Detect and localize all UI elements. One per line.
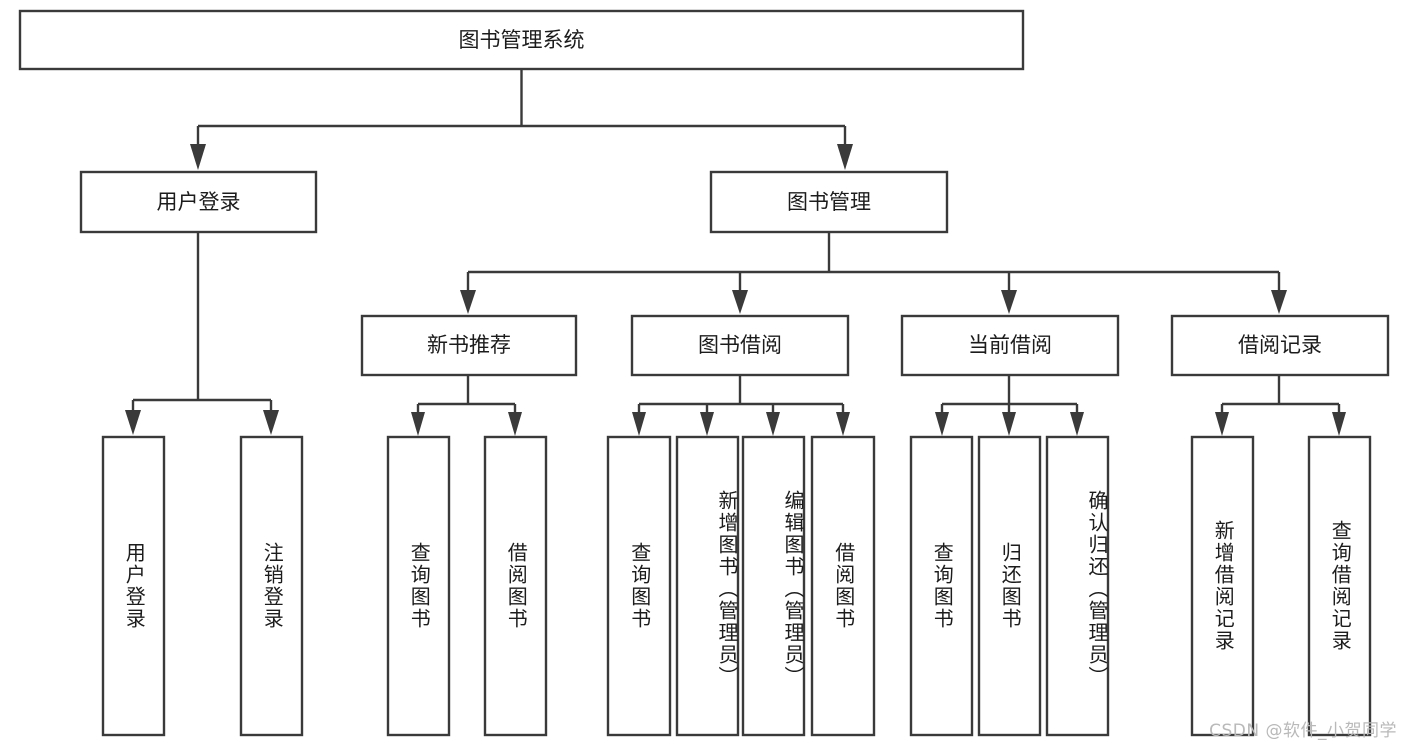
node-leaf-user-login[interactable] <box>101 435 166 737</box>
node-leaf-logout-login[interactable] <box>239 435 304 737</box>
node-book-management-label: 图书管理 <box>787 190 871 214</box>
arrow-to-book-borrow <box>732 290 748 314</box>
node-leaf-query-book-2[interactable] <box>606 435 672 737</box>
arrow-to-leaf-add-record <box>1215 412 1229 436</box>
node-current-borrow-label: 当前借阅 <box>968 333 1052 357</box>
arrow-to-current-borrow <box>1001 290 1017 314</box>
arrow-to-leaf-borrow-book-2 <box>836 412 850 436</box>
node-leaf-add-record[interactable] <box>1190 435 1255 737</box>
node-leaf-edit-book[interactable] <box>741 435 806 737</box>
node-current-borrow[interactable] <box>900 314 1120 377</box>
connector-group-current-borrow-to-leaves <box>935 375 1084 436</box>
node-book-borrow-label: 图书借阅 <box>698 333 782 357</box>
arrow-to-leaf-return-book <box>1002 412 1016 436</box>
connector-group-book-management-to-level3 <box>460 232 1287 314</box>
connector-group-root-to-level2 <box>190 69 853 170</box>
connector-group-borrow-record-to-leaves <box>1215 375 1346 436</box>
arrow-to-leaf-query-book-3 <box>935 412 949 436</box>
node-leaf-query-record[interactable] <box>1307 435 1372 737</box>
node-leaf-query-book-1[interactable] <box>386 435 451 737</box>
node-leaf-borrow-book-1[interactable] <box>483 435 548 737</box>
node-leaf-query-book-3[interactable] <box>909 435 974 737</box>
node-leaf-return-book[interactable] <box>977 435 1042 737</box>
arrow-to-leaf-logout-login <box>263 410 279 435</box>
node-leaf-confirm-return[interactable] <box>1045 435 1110 737</box>
arrow-to-user-login <box>190 144 206 170</box>
arrow-to-leaf-user-login <box>125 410 141 435</box>
csdn-watermark: CSDN @软件_小贺同学 <box>1209 721 1397 741</box>
node-user-login[interactable] <box>79 170 318 234</box>
node-user-login-label: 用户登录 <box>157 190 241 214</box>
arrow-to-leaf-query-book-1 <box>411 412 425 436</box>
arrow-to-borrow-record <box>1271 290 1287 314</box>
node-leaf-add-book[interactable] <box>675 435 740 737</box>
node-book-management[interactable] <box>709 170 949 234</box>
node-new-book-recommend-label: 新书推荐 <box>427 333 511 357</box>
node-root[interactable] <box>18 9 1025 71</box>
node-borrow-record[interactable] <box>1170 314 1390 377</box>
node-root-label: 图书管理系统 <box>459 28 585 52</box>
arrow-to-leaf-query-record <box>1332 412 1346 436</box>
connector-group-new-book-recommend-to-leaves <box>411 375 522 436</box>
arrow-to-new-book-recommend <box>460 290 476 314</box>
arrow-to-leaf-edit-book <box>766 412 780 436</box>
connector-group-user-login-to-leaves <box>125 232 279 435</box>
connector-group-book-borrow-to-leaves <box>632 375 850 436</box>
node-leaf-borrow-book-2[interactable] <box>810 435 876 737</box>
arrow-to-leaf-query-book-2 <box>632 412 646 436</box>
node-book-borrow[interactable] <box>630 314 850 377</box>
node-borrow-record-label: 借阅记录 <box>1238 333 1322 357</box>
arrow-to-leaf-add-book <box>700 412 714 436</box>
arrow-to-leaf-confirm-return <box>1070 412 1084 436</box>
node-new-book-recommend[interactable] <box>360 314 578 377</box>
arrow-to-book-management <box>837 144 853 170</box>
arrow-to-leaf-borrow-book-1 <box>508 412 522 436</box>
